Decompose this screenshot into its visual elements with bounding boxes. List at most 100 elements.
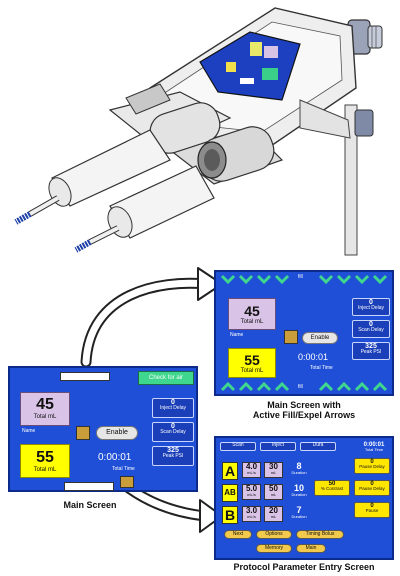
protocol-header-time: 0:00:01 Total Time — [356, 442, 392, 452]
active-mode-label: Name — [230, 332, 244, 338]
active-scan-delay-button[interactable]: 0 Scan Delay — [352, 320, 390, 338]
pause-button[interactable]: 0 Pause — [354, 502, 390, 518]
phase-a-letter[interactable]: A — [222, 462, 238, 480]
head-display — [199, 31, 301, 101]
volume-display[interactable]: 45 Total mL — [20, 392, 70, 426]
top-button-3[interactable]: Dura — [300, 442, 336, 451]
phase-b-volume-value: 20 — [269, 506, 278, 515]
elapsed-time: 0:00:01 — [98, 452, 132, 463]
bottom-fill-label: fill — [298, 384, 303, 390]
phase-b-rate-unit: mL/s — [247, 514, 256, 519]
active-screen-caption: Main Screen with Active Fill/Expel Arrow… — [214, 400, 394, 421]
active-total-display[interactable]: 55 Total mL — [228, 348, 276, 378]
total-value: 55 — [36, 449, 54, 466]
side-4-value: 0 — [370, 503, 374, 509]
top-fill-label: fill — [298, 274, 303, 280]
total-volume-display[interactable]: 55 Total mL — [20, 444, 70, 478]
active-inject-delay-label: Inject Delay — [357, 305, 385, 312]
active-volume-value: 45 — [244, 303, 260, 319]
phase-ab-letter[interactable]: AB — [222, 484, 238, 502]
memory-button[interactable]: Memory — [256, 544, 292, 553]
active-peak-psi-button[interactable]: 325 Peak PSI — [352, 342, 390, 360]
header-time-label: Total Time — [364, 447, 384, 452]
main-screen: Check for air 45 Total mL Name Enable 55… — [8, 366, 198, 492]
phase-b-rate[interactable]: 3.0 mL/s — [242, 506, 261, 522]
active-peak-psi-value: 325 — [365, 343, 377, 350]
next-button[interactable]: Next — [224, 530, 252, 539]
injector-illustration — [14, 7, 383, 256]
active-total-value: 55 — [244, 352, 260, 368]
side-3-value: 50 — [328, 481, 336, 487]
active-screen: fill 45 Total mL Name Enable 55 Total mL… — [214, 270, 394, 396]
inject-delay-button[interactable]: 0 Inject Delay — [152, 398, 194, 418]
active-caption-line2: Active Fill/Expel Arrows — [252, 410, 356, 421]
timing-bolus-button[interactable]: Timing Bolus — [296, 530, 344, 539]
phase-b-duration-unit: Duration — [291, 514, 307, 519]
fill-arrows-bottom — [220, 381, 388, 392]
options-button[interactable]: Options — [256, 530, 292, 539]
phase-ab-rate-value: 5.0 — [245, 484, 258, 493]
pause-delay-button-1[interactable]: 0 Pause Delay — [354, 458, 390, 474]
phase-b-duration[interactable]: 7 Duration — [288, 506, 310, 519]
phase-b-rate-value: 3.0 — [245, 506, 258, 515]
scan-delay-label: Scan Delay — [160, 429, 186, 436]
active-elapsed-time: 0:00:01 — [298, 352, 329, 362]
top-button-2[interactable]: Inject — [260, 442, 296, 451]
inject-delay-label: Inject Delay — [159, 405, 187, 412]
top-button-1[interactable]: Scan — [220, 442, 256, 451]
active-time-label: Total Time — [310, 365, 333, 371]
phase-a-volume-unit: mL — [270, 470, 277, 475]
active-volume-display[interactable]: 45 Total mL — [228, 298, 276, 330]
phase-a-duration-value: 8 — [296, 461, 302, 471]
phase-ab-volume-value: 50 — [269, 484, 278, 493]
scan-delay-value: 0 — [171, 423, 175, 430]
phase-a-volume[interactable]: 30 mL — [264, 462, 283, 478]
active-inject-delay-value: 0 — [369, 299, 373, 306]
peak-psi-button[interactable]: 325 Peak PSI — [152, 446, 194, 466]
side-1-label: Pause Delay — [359, 464, 385, 470]
header-time-value: 0:00:01 — [363, 442, 385, 448]
active-scan-delay-label: Scan Delay — [358, 327, 384, 334]
active-syringe-icon — [284, 330, 298, 344]
scan-delay-button[interactable]: 0 Scan Delay — [152, 422, 194, 442]
phase-a-rate[interactable]: 4.0 mL/s — [242, 462, 261, 478]
main-screen-caption: Main Screen — [63, 500, 117, 510]
side-2-label: Pause Delay — [359, 486, 385, 492]
fill-indicator-bottom — [64, 482, 114, 491]
phase-a-rate-value: 4.0 — [245, 462, 258, 471]
fill-arrows-top — [220, 274, 388, 285]
arrow-to-active-screen — [80, 267, 223, 368]
phase-a-duration[interactable]: 8 Duration — [288, 462, 310, 475]
contrast-percent-button[interactable]: 50 % Contrast — [314, 480, 350, 496]
phase-b-volume[interactable]: 20 mL — [264, 506, 283, 522]
active-scan-delay-value: 0 — [369, 321, 373, 328]
active-inject-delay-button[interactable]: 0 Inject Delay — [352, 298, 390, 316]
total-unit: Total mL — [33, 467, 57, 473]
mode-label: Name — [22, 428, 36, 434]
volume-value: 45 — [36, 396, 54, 413]
phase-ab-duration[interactable]: 10 Duration — [288, 484, 310, 497]
phase-ab-volume-unit: mL — [270, 492, 277, 497]
phase-b-duration-value: 7 — [296, 505, 302, 515]
main-button[interactable]: Main — [296, 544, 326, 553]
phase-a-rate-unit: mL/s — [247, 470, 256, 475]
phase-ab-rate-unit: mL/s — [247, 492, 256, 497]
enable-button[interactable]: Enable — [96, 426, 138, 440]
active-total-unit: Total mL — [240, 368, 264, 374]
peak-psi-label: Peak PSI — [162, 453, 184, 460]
active-enable-button[interactable]: Enable — [302, 332, 338, 344]
active-peak-psi-label: Peak PSI — [360, 349, 382, 356]
volume-unit: Total mL — [33, 414, 57, 420]
pause-delay-button-2[interactable]: 0 Pause Delay — [354, 480, 390, 496]
inject-delay-value: 0 — [171, 399, 175, 406]
right-knob-mid — [354, 109, 374, 137]
phase-ab-duration-value: 10 — [293, 483, 304, 493]
side-2-value: 0 — [370, 481, 374, 487]
fill-indicator-top — [60, 372, 110, 381]
phase-b-letter[interactable]: B — [222, 506, 238, 524]
phase-ab-rate[interactable]: 5.0 mL/s — [242, 484, 261, 500]
phase-ab-volume[interactable]: 50 mL — [264, 484, 283, 500]
check-for-air-button[interactable]: Check for air — [138, 371, 194, 385]
side-3-label: % Contrast — [320, 486, 344, 492]
protocol-top-buttons: Scan Inject Dura — [220, 442, 340, 452]
